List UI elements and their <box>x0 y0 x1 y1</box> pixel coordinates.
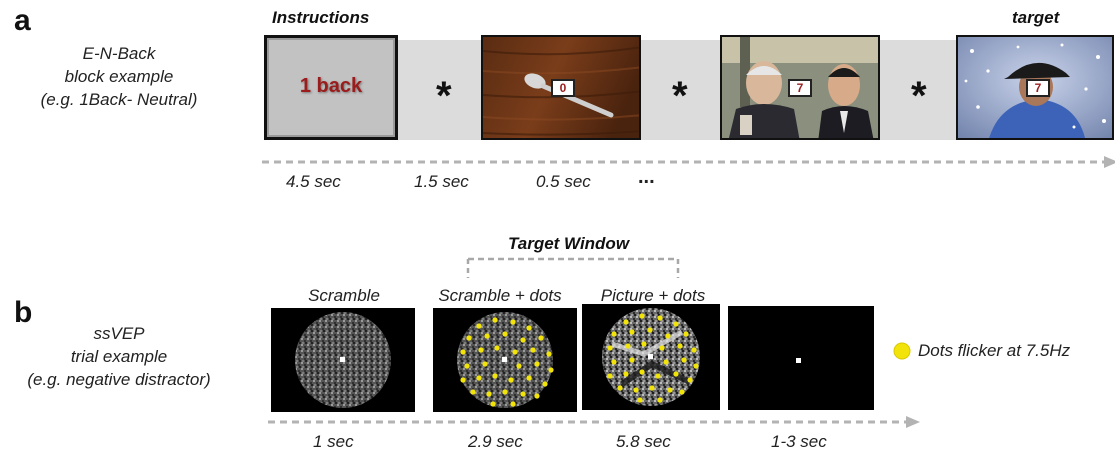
timing-label-iti: 1-3 sec <box>771 432 827 451</box>
timing-label-picture-dots: 5.8 sec <box>616 432 671 451</box>
timing-label-stimulus: 0.5 sec <box>536 172 591 191</box>
fixation-star: * <box>911 74 927 118</box>
timing-label-scramble-dots: 2.9 sec <box>468 432 523 451</box>
scramble-graphic <box>295 312 391 408</box>
stimulus-number-box: 7 <box>1026 79 1050 97</box>
instructions-header: Instructions <box>272 8 370 27</box>
instruction-text: 1 back <box>299 75 363 97</box>
stimulus-number-box: 0 <box>551 79 575 97</box>
fixation-graphic <box>796 358 801 363</box>
caption-scramble: Scramble <box>308 286 380 305</box>
side-label-line: (e.g. negative distractor) <box>27 370 211 389</box>
target-window-bracket <box>466 257 680 278</box>
panel-a-letter: a <box>14 4 31 37</box>
stimulus-spoon-picture: 0 <box>481 35 641 140</box>
panel-a-side-label: E-N-Back block example (e.g. 1Back- Neut… <box>4 42 234 111</box>
time-arrow-b <box>268 416 920 428</box>
instruction-screen: 1 back <box>264 35 398 140</box>
caption-picture-dots: Picture + dots <box>600 286 706 305</box>
picture-dots-graphic <box>602 308 700 406</box>
stimulus-people-picture: 7 <box>720 35 880 140</box>
side-label-line: ssVEP <box>93 324 145 343</box>
picture-dots-frame <box>582 304 720 410</box>
fixation-star: * <box>672 74 688 118</box>
scramble-dots-frame <box>433 308 577 412</box>
legend-dots-flicker: Dots flicker at 7.5Hz <box>918 341 1071 360</box>
side-label-line: trial example <box>70 347 168 366</box>
stimulus-target-picture: 7 <box>956 35 1114 140</box>
scramble-frame <box>271 308 415 412</box>
scramble-dots-graphic <box>457 312 554 408</box>
panel-b-side-label: ssVEP trial example (e.g. negative distr… <box>4 322 234 391</box>
people-picture-graphic <box>722 37 878 138</box>
stimulus-number-box: 7 <box>788 79 812 97</box>
timing-label-instructions: 4.5 sec <box>286 172 341 191</box>
target-window-label: Target Window <box>508 234 630 253</box>
target-header: target <box>1012 8 1060 27</box>
side-label-line: E-N-Back <box>82 44 156 63</box>
fixation-frame <box>728 306 874 410</box>
side-label-line: block example <box>64 67 174 86</box>
timing-label-fixation: 1.5 sec <box>414 172 469 191</box>
side-label-line: (e.g. 1Back- Neutral) <box>40 90 198 109</box>
timing-ellipsis: ... <box>638 166 655 188</box>
time-arrow-a <box>262 156 1115 168</box>
fixation-star: * <box>436 74 452 118</box>
yellow-dot-icon <box>893 342 911 360</box>
panel-b-letter: b <box>14 296 33 329</box>
caption-scramble-dots: Scramble + dots <box>438 286 562 305</box>
timing-label-scramble: 1 sec <box>313 432 354 451</box>
